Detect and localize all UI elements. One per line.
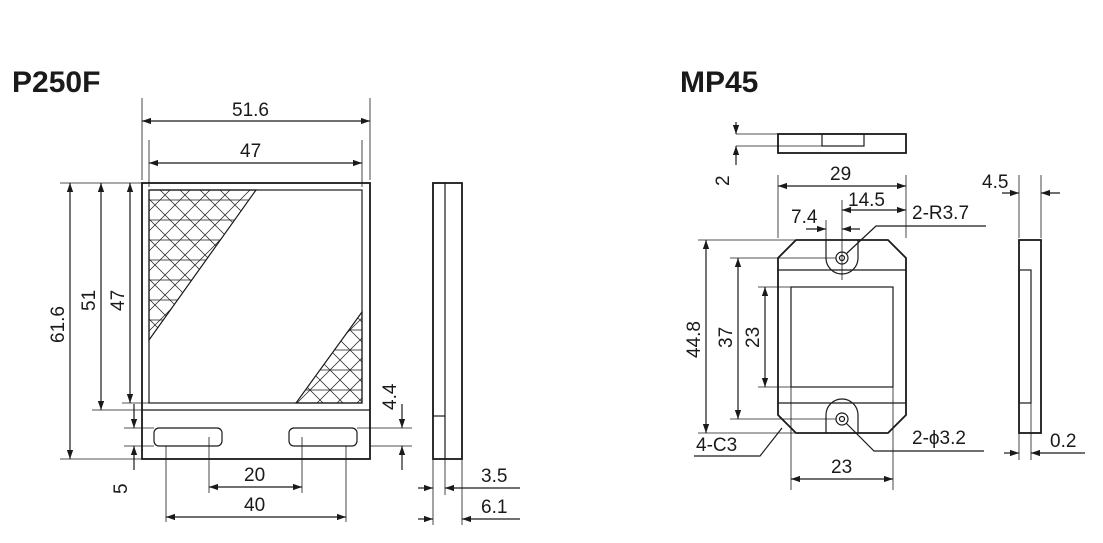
p250f-width-overall-label: 51.6 (232, 100, 269, 121)
p250f-hatch-upper (149, 190, 256, 340)
mp45-hole-offset-label: 7.4 (791, 207, 818, 228)
mp45-height-overall-label: 44.8 (684, 321, 705, 358)
p250f-hatch-upper-outline (148, 189, 258, 342)
mp45-chamfer-leader (694, 427, 783, 457)
p250f-side-thickness-b-label: 6.1 (481, 497, 507, 518)
mp45-front-window (790, 286, 894, 388)
p250f-slot-height-label: 5 (111, 483, 132, 494)
p250f-slot-right (288, 427, 358, 447)
p250f-body-outline (141, 182, 371, 460)
mp45-hole-diameter-leader (845, 422, 984, 452)
mp45-title: MP45 (680, 66, 758, 99)
p250f-slot-left (153, 427, 223, 447)
mp45-width-overall-label: 29 (830, 164, 851, 185)
p250f-slot-pitch-label: 20 (244, 465, 265, 486)
mp45-height-mid-label: 37 (716, 327, 737, 348)
mp45-front-outline (777, 239, 907, 434)
mp45-side-width-label: 4.5 (982, 172, 1008, 193)
mp45-height-inner-label: 23 (743, 327, 764, 348)
p250f-height-inner-label: 47 (108, 290, 129, 311)
mp45-drawing: MP45 2 29 14.5 7.4 2-R3.7 (680, 66, 1085, 490)
p250f-reflector-face (148, 189, 363, 404)
mp45-radius-leader (845, 225, 986, 255)
mp45-hole-diameter-label: 2-ϕ3.2 (912, 428, 966, 449)
p250f-height-mid-label: 51 (79, 290, 100, 311)
p250f-drawing: P250F (12, 66, 520, 525)
mp45-hole-tab-bottom (825, 398, 859, 433)
mp45-side-view (1018, 239, 1042, 434)
p250f-side-view (432, 182, 463, 460)
mp45-top-thickness-label: 2 (713, 175, 734, 186)
mp45-top-view (777, 133, 907, 154)
mp45-bottom-width-label: 23 (831, 457, 852, 478)
mp45-top-view-notch (821, 133, 865, 147)
mp45-radius-label: 2-R3.7 (912, 203, 969, 224)
mp45-chamfer-label: 4-C3 (696, 435, 737, 456)
p250f-hatch-lower-outline (294, 310, 363, 404)
mp45-half-width-label: 14.5 (848, 190, 885, 211)
mp45-side-view-inner (1018, 269, 1032, 404)
p250f-side-thickness-a-label: 3.5 (481, 466, 507, 487)
mp45-hole-bottom-inner (838, 415, 846, 423)
mp45-side-thickness-label: 0.2 (1050, 431, 1076, 452)
p250f-side-view-inner (432, 182, 446, 417)
p250f-hatch-lower (296, 312, 362, 403)
p250f-slot-span-label: 40 (244, 495, 265, 516)
p250f-slot-gap-label: 4.4 (380, 383, 401, 410)
p250f-width-inner-label: 47 (240, 141, 261, 162)
p250f-title: P250F (12, 66, 100, 99)
p250f-height-overall-label: 61.6 (48, 306, 69, 343)
